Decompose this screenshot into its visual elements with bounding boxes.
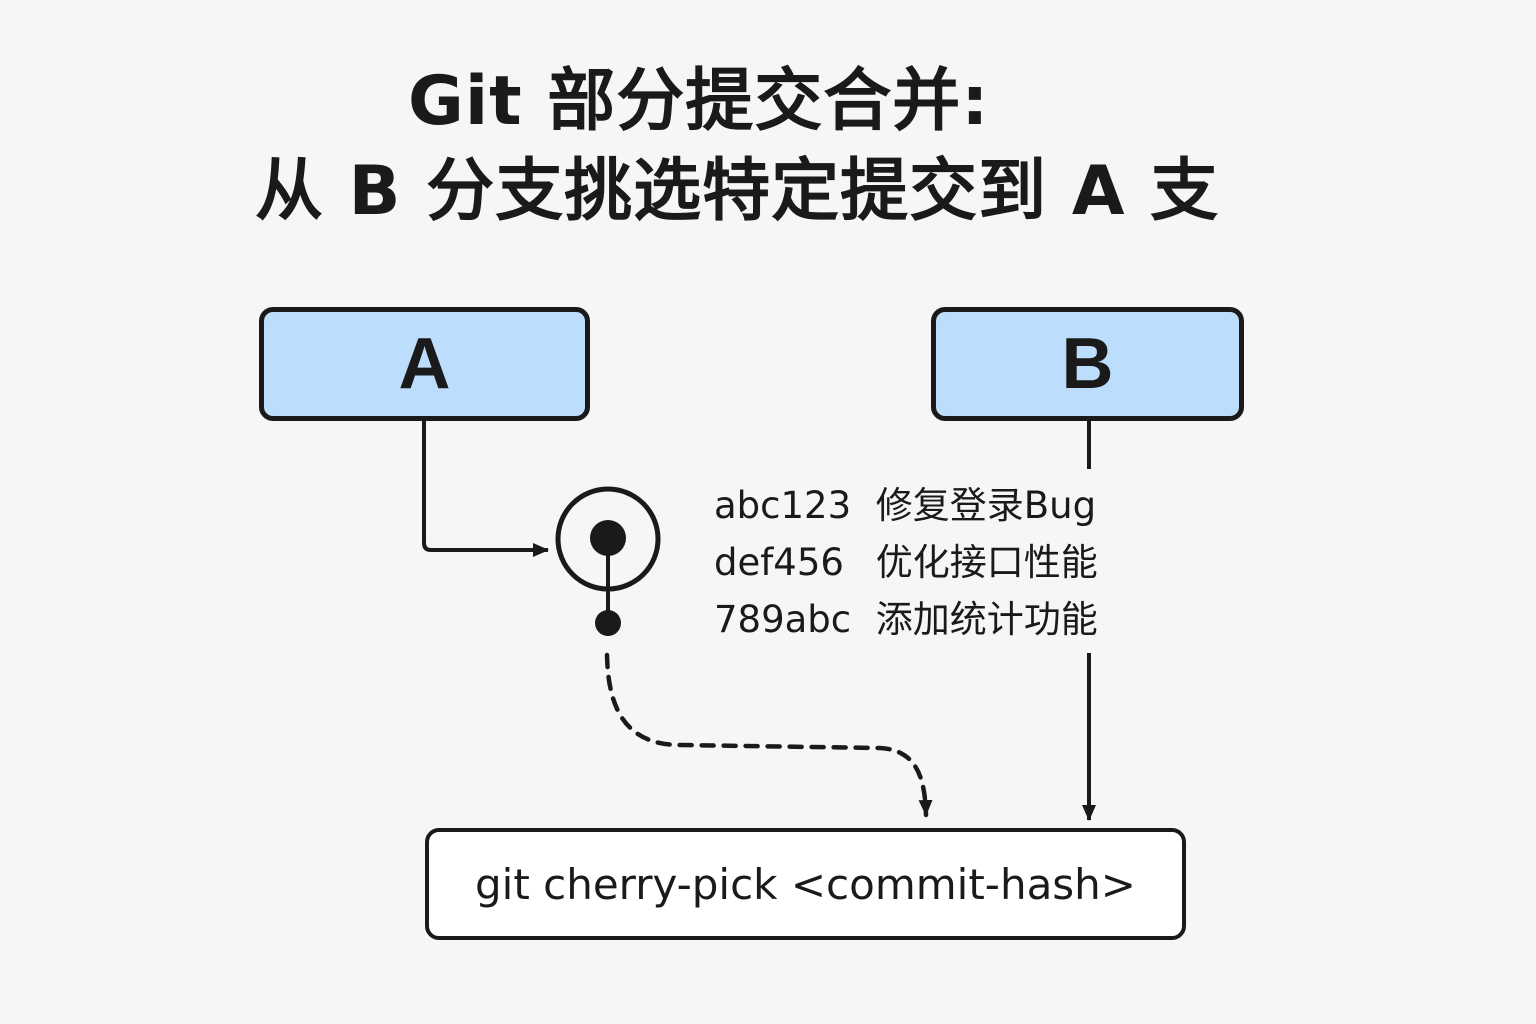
branch-b-box: B <box>931 307 1244 421</box>
title-line-1: Git 部分提交合并: <box>408 62 990 141</box>
commit-hash: abc123 <box>714 484 852 527</box>
branch-a-connector <box>422 421 549 557</box>
branch-a-label: A <box>398 324 451 404</box>
commit-hash: 789abc <box>714 598 852 641</box>
commit-message: 修复登录Bug <box>875 484 1097 527</box>
commit-dot-icon <box>595 610 621 636</box>
commit-item: def456 优化接口性能 <box>714 534 1098 591</box>
commit-item: 789abc 添加统计功能 <box>714 591 1098 648</box>
commit-message: 添加统计功能 <box>875 598 1098 641</box>
commit-hash: def456 <box>714 541 844 584</box>
cherry-pick-dashed-arrow <box>604 652 933 818</box>
cherry-pick-command: git cherry-pick <commit-hash> <box>474 859 1136 909</box>
branch-b-label: B <box>1061 324 1114 404</box>
branch-a-box: A <box>259 307 590 421</box>
commit-message: 优化接口性能 <box>875 541 1098 584</box>
commit-item: abc123 修复登录Bug <box>714 477 1098 534</box>
commit-list: abc123 修复登录Bug def456 优化接口性能 789abc 添加统计… <box>714 477 1098 648</box>
commit-node-icon <box>555 486 661 592</box>
title-line-2: 从 B 分支挑选特定提交到 A 支 <box>255 152 1220 231</box>
cherry-pick-command-box: git cherry-pick <commit-hash> <box>425 828 1186 940</box>
